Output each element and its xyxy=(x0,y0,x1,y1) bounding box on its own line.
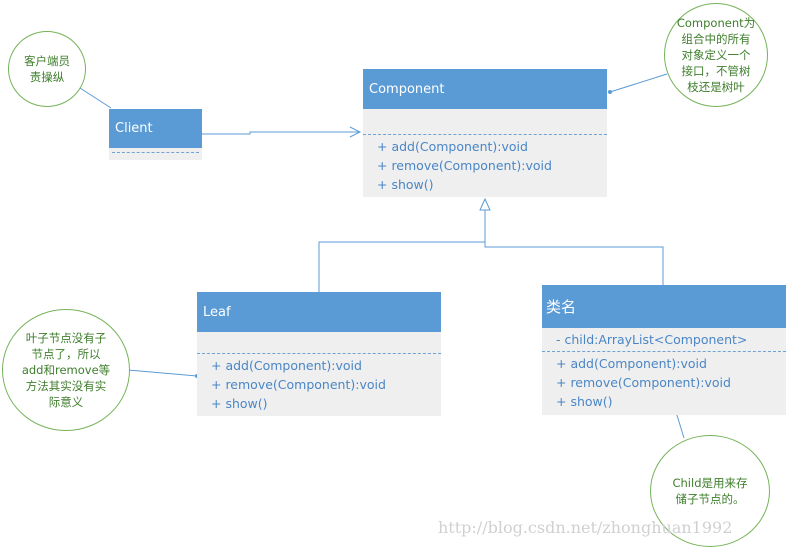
class-methods: + add(Component):void + remove(Component… xyxy=(363,135,607,194)
class-fields xyxy=(197,332,441,354)
note-line: 际意义 xyxy=(48,395,84,409)
class-name: Client xyxy=(109,109,202,148)
class-methods: + add(Component):void + remove(Component… xyxy=(542,352,786,411)
class-fields: - child:ArrayList<Component> xyxy=(542,328,786,352)
note-line: 节点了，所以 xyxy=(31,347,101,361)
method: + add(Component):void xyxy=(556,356,707,371)
note-line: add和remove等 xyxy=(21,363,111,377)
note-line: 责操纵 xyxy=(29,70,65,84)
method: + remove(Component):void xyxy=(556,375,731,390)
method: + remove(Component):void xyxy=(211,377,386,392)
class-fields xyxy=(363,109,607,135)
note-line: 枝还是树叶 xyxy=(687,80,745,94)
inheritance-line-leaf xyxy=(318,210,486,292)
client-note-connector xyxy=(79,87,112,109)
method: + show() xyxy=(377,177,434,192)
method: + remove(Component):void xyxy=(377,158,552,173)
class-name: 类名 xyxy=(542,285,786,328)
inheritance-arrowhead xyxy=(479,197,491,211)
component-note-connector xyxy=(609,73,668,93)
inheritance-line-composite xyxy=(484,242,664,285)
client-note: 客户端员 责操纵 xyxy=(8,31,86,107)
note-line: 叶子节点没有子 xyxy=(25,331,107,345)
note-line: Child是用来存 xyxy=(672,476,748,490)
method: + show() xyxy=(556,394,613,409)
note-line: Component为 xyxy=(676,16,756,30)
class-name: Leaf xyxy=(197,292,441,332)
method: + add(Component):void xyxy=(211,358,362,373)
note-line: 接口，不管树 xyxy=(681,64,751,78)
leaf-note: 叶子节点没有子 节点了，所以 add和remove等 方法其实没有实 际意义 xyxy=(2,309,130,431)
method: + add(Component):void xyxy=(377,139,528,154)
field: - child:ArrayList<Component> xyxy=(556,332,748,347)
class-divider xyxy=(112,152,199,153)
note-line: 储子节点的。 xyxy=(675,492,745,506)
association-arrow xyxy=(349,126,362,138)
note-line: 方法其实没有实 xyxy=(25,379,107,393)
client-class[interactable]: Client xyxy=(109,109,202,160)
note-line: 客户端员 xyxy=(24,54,70,68)
component-class[interactable]: Component + add(Component):void + remove… xyxy=(363,69,607,197)
note-line: 组合中的所有 xyxy=(681,32,751,46)
composite-note: Child是用来存 储子节点的。 xyxy=(650,435,770,547)
class-name: Component xyxy=(363,69,607,109)
composite-note-connector xyxy=(675,411,685,439)
association-line xyxy=(202,131,360,135)
composite-class[interactable]: 类名 - child:ArrayList<Component> + add(Co… xyxy=(542,285,786,415)
class-methods: + add(Component):void + remove(Component… xyxy=(197,354,441,413)
leaf-note-connector xyxy=(127,369,198,377)
note-line: 对象定义一个 xyxy=(681,48,751,62)
component-note: Component为 组合中的所有 对象定义一个 接口，不管树 枝还是树叶 xyxy=(664,3,768,107)
watermark: http://blog.csdn.net/zhonghuan1992 xyxy=(438,518,733,537)
method: + show() xyxy=(211,396,268,411)
component-note-dot xyxy=(608,90,612,94)
leaf-class[interactable]: Leaf + add(Component):void + remove(Comp… xyxy=(197,292,441,416)
